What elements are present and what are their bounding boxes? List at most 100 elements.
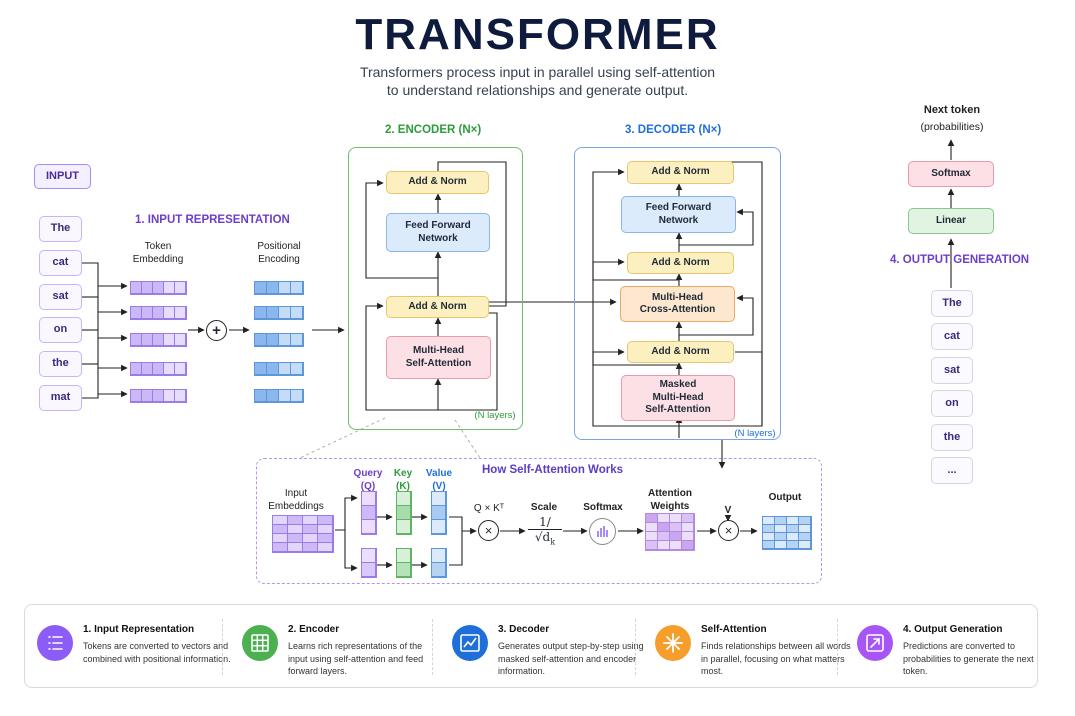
grid-cell (131, 282, 142, 294)
grid-cell (279, 363, 291, 375)
grid-cell (670, 523, 682, 532)
grid-cell (255, 282, 267, 294)
grid-icon (242, 625, 278, 661)
input-embeddings-label: Input Embeddings (268, 488, 324, 512)
output-token: sat (931, 357, 973, 384)
legend-description: Tokens are converted to vectors and comb… (83, 641, 231, 664)
legend-description: Learns rich representations of the input… (288, 641, 424, 677)
grid-cell (670, 532, 682, 541)
grid-cell (164, 307, 175, 319)
grid-cell (658, 514, 670, 523)
grid-cell (142, 334, 153, 346)
grid-cell (279, 334, 291, 346)
decoder-add-norm-2: Add & Norm (627, 252, 734, 274)
arrow-icon (857, 625, 893, 661)
grid-cell (646, 532, 658, 541)
bars-icon (597, 526, 608, 537)
output-softmax: Softmax (908, 161, 994, 187)
decoder-add-norm-3: Add & Norm (627, 341, 734, 363)
grid-cell (432, 506, 446, 520)
grid-cell (682, 523, 694, 532)
grid-cell (303, 534, 318, 543)
grid-cell (164, 334, 175, 346)
legend-title: 4. Output Generation (903, 624, 1003, 635)
encoder-title: 2. ENCODER (N×) (385, 124, 482, 136)
grid-cell (799, 517, 811, 525)
grid-cell (131, 363, 142, 375)
input-token: mat (39, 385, 82, 411)
grid-cell (432, 549, 446, 563)
grid-cell (362, 506, 376, 520)
legend-title: 3. Decoder (498, 624, 550, 635)
self-attention-title: How Self-Attention Works (482, 464, 623, 476)
output-token: The (931, 290, 973, 317)
grid-cell (787, 541, 799, 549)
grid-cell (175, 307, 186, 319)
token-embedding-vector (130, 362, 187, 376)
encoder-feed-forward: Feed Forward Network (386, 213, 490, 252)
grid-cell (131, 334, 142, 346)
chart-icon (452, 625, 488, 661)
grid-cell (131, 390, 142, 402)
grid-cell (362, 492, 376, 506)
grid-cell (267, 282, 279, 294)
positional-encoding-vector (254, 389, 304, 403)
grid-cell (142, 307, 153, 319)
grid-cell (255, 363, 267, 375)
output-label: Output (768, 492, 802, 503)
grid-cell (763, 541, 775, 549)
grid-cell (279, 307, 291, 319)
legend-separator (222, 619, 223, 675)
grid-cell (288, 534, 303, 543)
grid-cell (670, 514, 682, 523)
output-token: ... (931, 457, 973, 484)
input-embeddings-grid (272, 515, 334, 553)
grid-cell (153, 363, 164, 375)
input-badge: INPUT (34, 164, 91, 189)
grid-cell (787, 525, 799, 533)
legend-description: Predictions are converted to probabiliti… (903, 641, 1034, 677)
positional-encoding-vector (254, 333, 304, 347)
grid-cell (303, 516, 318, 525)
input-token: sat (39, 284, 82, 310)
sparkle-icon (655, 625, 691, 661)
softmax-label: Softmax (583, 502, 623, 513)
grid-cell (273, 534, 288, 543)
grid-cell (682, 514, 694, 523)
encoder-self-attention: Multi-Head Self-Attention (386, 336, 491, 379)
grid-cell (799, 541, 811, 549)
legend-separator (837, 619, 838, 675)
query-vector-bottom (361, 548, 377, 578)
grid-cell (142, 282, 153, 294)
input-token: The (39, 216, 82, 242)
grid-cell (288, 543, 303, 552)
grid-cell (153, 334, 164, 346)
value-vector-top (431, 491, 447, 535)
scale-denominator: √dk (528, 530, 562, 549)
grid-cell (799, 533, 811, 541)
grid-cell (787, 533, 799, 541)
grid-cell (164, 282, 175, 294)
multiply-icon-2: × (718, 520, 739, 541)
subtitle-line-2: to understand relationships and generate… (386, 82, 689, 98)
grid-cell (397, 520, 411, 534)
attention-weights-label: Attention Weights (648, 488, 692, 512)
multiply-icon: × (478, 520, 499, 541)
page-title: TRANSFORMER (355, 10, 720, 59)
output-linear: Linear (908, 208, 994, 234)
input-token: the (39, 351, 82, 377)
next-token-label: Next token (923, 104, 981, 116)
token-embedding-vector (130, 333, 187, 347)
token-embedding-vector (130, 389, 187, 403)
grid-cell (682, 541, 694, 550)
grid-cell (397, 506, 411, 520)
grid-cell (291, 334, 303, 346)
grid-cell (291, 363, 303, 375)
grid-cell (432, 563, 446, 577)
input-token: cat (39, 250, 82, 276)
scale-formula: 1/ √dk (528, 515, 562, 549)
grid-cell (279, 282, 291, 294)
